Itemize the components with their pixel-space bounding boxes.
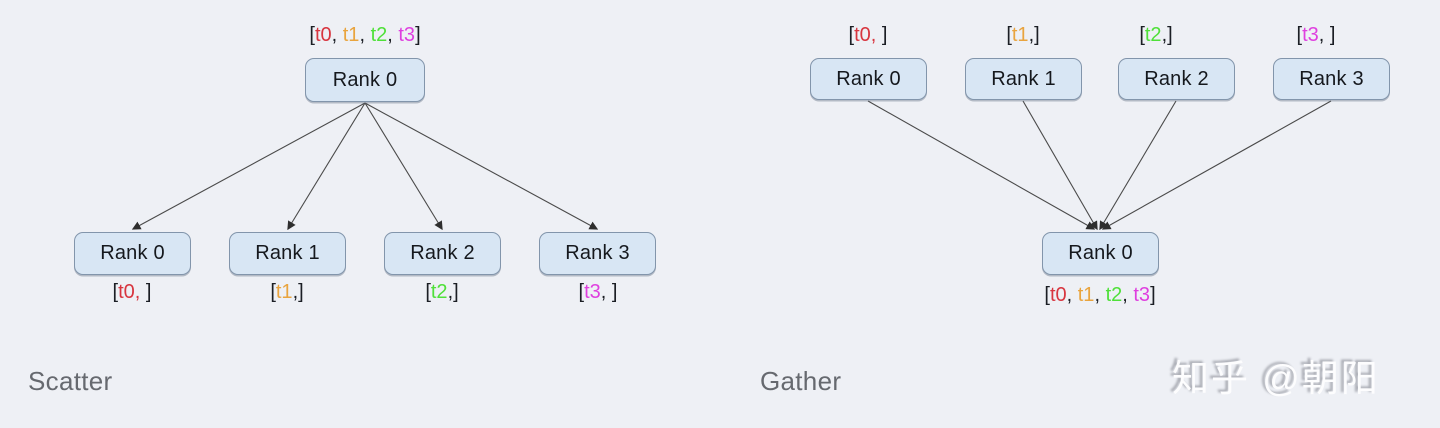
- token-part: ,]: [1028, 24, 1040, 46]
- token-part: [: [848, 24, 855, 46]
- scatter-source-token-list: [t0, t1, t2, t3]: [265, 24, 465, 47]
- node-label: Rank 0: [1068, 242, 1133, 264]
- token-part: [: [1044, 284, 1050, 306]
- scatter-arrow-2: [364, 102, 443, 231]
- token-part: ,: [359, 24, 371, 46]
- gather-source-token-list-1: [t1,]: [953, 24, 1093, 47]
- token-part: t1: [1077, 284, 1095, 306]
- token-part: ,]: [292, 281, 304, 303]
- token-part: [: [1139, 24, 1145, 46]
- node-label: Rank 0: [332, 68, 398, 91]
- scatter-source-node: Rank 0: [305, 58, 425, 102]
- scatter-target-token-list-0: [t0, ]: [62, 281, 202, 304]
- token-part: t3: [1302, 24, 1319, 46]
- token-part: ]: [876, 24, 888, 46]
- gather-target-node: Rank 0: [1042, 232, 1159, 275]
- token-part: t0,: [118, 281, 141, 303]
- token-part: t3: [584, 281, 601, 303]
- node-label: Rank 3: [565, 242, 630, 264]
- token-part: [: [425, 281, 431, 303]
- scatter-arrow-1: [287, 102, 366, 231]
- token-part: ]: [1150, 284, 1156, 306]
- token-part: [: [309, 24, 315, 46]
- token-part: , ]: [600, 281, 618, 303]
- token-part: [: [1006, 24, 1012, 46]
- gather-source-token-list-3: [t3, ]: [1246, 24, 1386, 47]
- node-label: Rank 1: [991, 67, 1056, 90]
- token-part: t2: [430, 281, 448, 303]
- scatter-target-token-list-2: [t2,]: [372, 281, 512, 304]
- token-part: t1: [1011, 24, 1029, 46]
- node-label: Rank 1: [255, 242, 320, 264]
- token-part: ,: [1094, 284, 1106, 306]
- token-part: ,: [1122, 284, 1134, 306]
- gather-arrow-3: [1101, 100, 1332, 230]
- token-part: ,: [387, 24, 399, 46]
- token-part: t2: [1144, 24, 1162, 46]
- scatter-target-node-0: Rank 0: [74, 232, 191, 275]
- token-part: [: [112, 281, 119, 303]
- scatter-arrow-3: [364, 102, 599, 230]
- scatter-target-node-1: Rank 1: [229, 232, 346, 275]
- token-part: , ]: [1318, 24, 1336, 46]
- token-part: t2: [370, 24, 388, 46]
- gather-source-token-list-2: [t2,]: [1086, 24, 1226, 47]
- gather-arrow-2: [1099, 100, 1177, 231]
- scatter-caption: Scatter: [28, 366, 113, 396]
- gather-arrow-0: [867, 100, 1096, 230]
- gather-source-node-3: Rank 3: [1273, 58, 1390, 100]
- token-part: ]: [415, 24, 421, 46]
- gather-source-node-2: Rank 2: [1118, 58, 1235, 100]
- token-part: ]: [140, 281, 152, 303]
- token-part: ,]: [447, 281, 459, 303]
- scatter-arrow-0: [131, 102, 366, 230]
- token-part: t3: [398, 24, 416, 46]
- gather-caption: Gather: [760, 366, 842, 396]
- token-part: t2: [1105, 284, 1123, 306]
- node-label: Rank 0: [100, 242, 165, 264]
- node-label: Rank 2: [1144, 67, 1209, 90]
- token-part: t0: [1049, 284, 1067, 306]
- gather-arrow-1: [1022, 100, 1098, 231]
- watermark: 知乎 @朝阳: [1172, 358, 1380, 399]
- node-label: Rank 2: [410, 242, 475, 264]
- token-part: ,: [1066, 284, 1078, 306]
- node-label: Rank 3: [1299, 67, 1364, 90]
- token-part: [: [578, 281, 585, 303]
- token-part: [: [1296, 24, 1303, 46]
- token-part: t3: [1133, 284, 1151, 306]
- node-label: Rank 0: [836, 67, 901, 90]
- scatter-target-token-list-1: [t1,]: [217, 281, 357, 304]
- gather-target-token-list: [t0, t1, t2, t3]: [1000, 284, 1200, 307]
- scatter-target-node-2: Rank 2: [384, 232, 501, 275]
- gather-source-token-list-0: [t0, ]: [798, 24, 938, 47]
- token-part: ,]: [1161, 24, 1173, 46]
- gather-source-node-1: Rank 1: [965, 58, 1082, 100]
- token-part: [: [270, 281, 276, 303]
- token-part: t1: [275, 281, 293, 303]
- token-part: t0: [314, 24, 332, 46]
- token-part: ,: [331, 24, 343, 46]
- scatter-target-token-list-3: [t3, ]: [528, 281, 668, 304]
- scatter-target-node-3: Rank 3: [539, 232, 656, 275]
- gather-source-node-0: Rank 0: [810, 58, 927, 100]
- token-part: t1: [342, 24, 360, 46]
- token-part: t0,: [854, 24, 877, 46]
